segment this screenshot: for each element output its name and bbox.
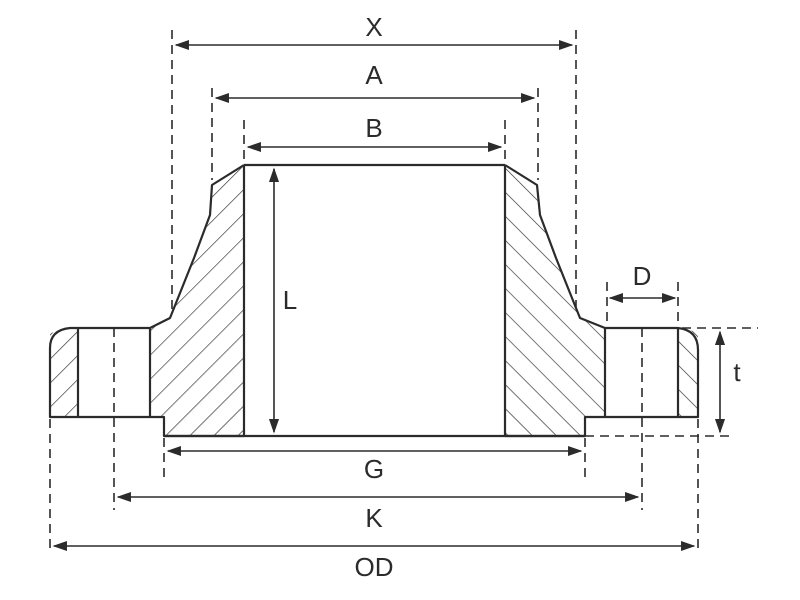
right-hub-section xyxy=(505,165,605,436)
right-rim-section xyxy=(678,328,698,417)
label-t: t xyxy=(733,357,741,387)
left-rim-section xyxy=(50,328,78,417)
label-od: OD xyxy=(355,552,394,582)
label-k: K xyxy=(365,503,383,533)
label-l: L xyxy=(283,285,297,315)
label-b: B xyxy=(365,113,382,143)
label-a: A xyxy=(365,60,383,90)
left-hub-section xyxy=(150,165,244,436)
right-outer-outline xyxy=(504,164,700,438)
left-outer-outline xyxy=(48,164,245,438)
label-d: D xyxy=(633,261,652,291)
label-g: G xyxy=(364,454,384,484)
label-x: X xyxy=(365,12,382,42)
